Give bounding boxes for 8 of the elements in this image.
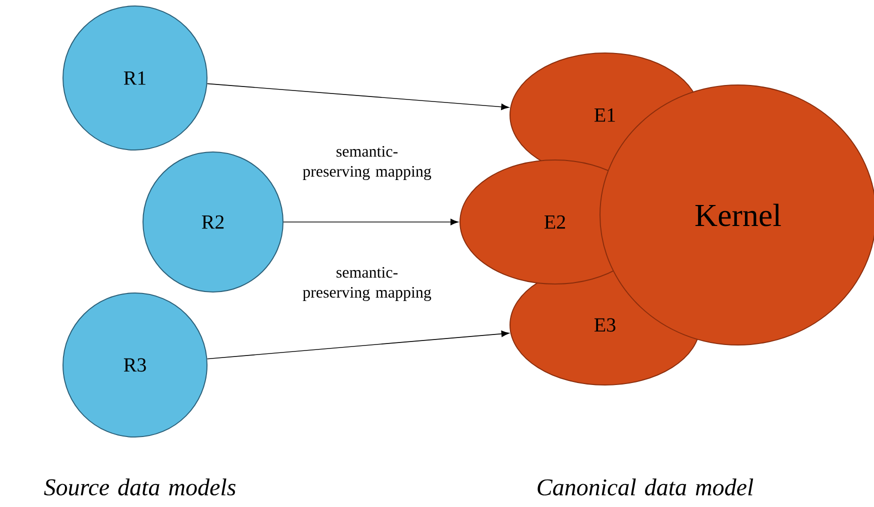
- node-label: Kernel: [695, 204, 781, 226]
- mapping-label: semantic-preserving mapping: [302, 267, 432, 302]
- arrow: [206, 83, 509, 110]
- caption-text: Canonical data model: [538, 478, 754, 496]
- caption-text: Source data models: [44, 478, 236, 496]
- arrow: [206, 330, 510, 360]
- mapping-label: semantic-preserving mapping: [302, 146, 432, 180]
- arrow: [283, 218, 458, 226]
